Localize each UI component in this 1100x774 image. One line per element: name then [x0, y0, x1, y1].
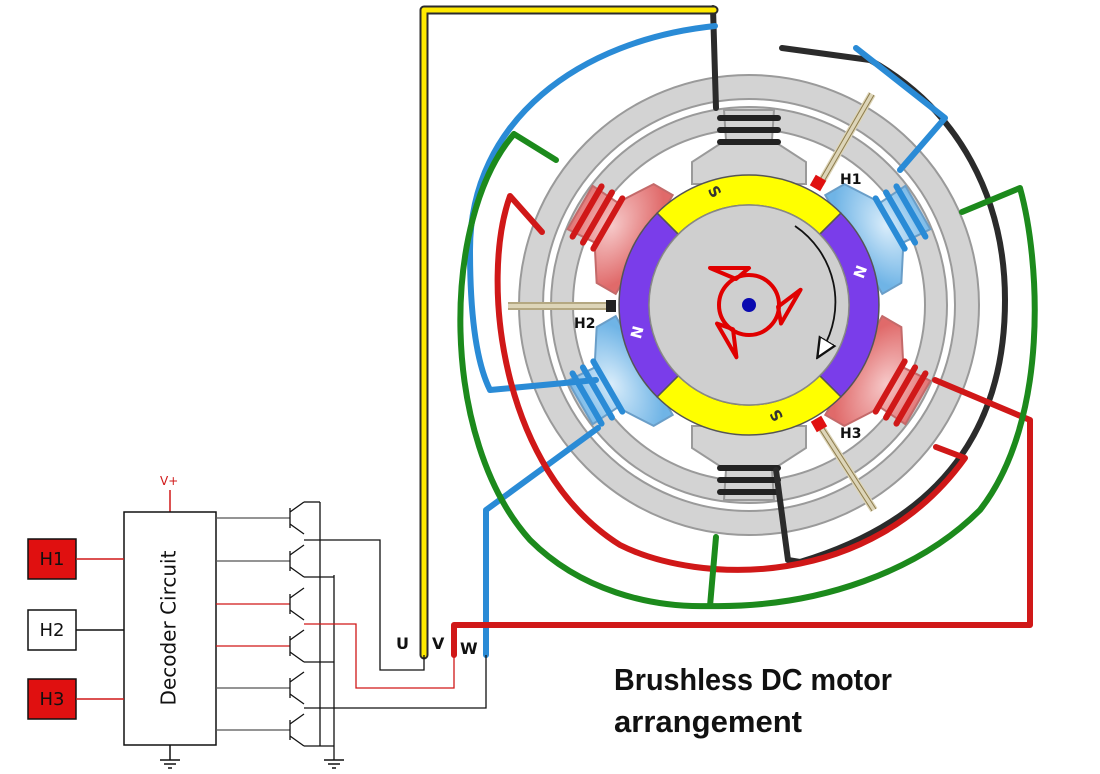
coil-upper-left — [569, 183, 626, 252]
triangle-spider-icon — [708, 266, 803, 360]
sensor-box-h3-label: H3 — [40, 689, 65, 710]
bridge-outputs — [304, 539, 487, 709]
sensor-box-h2 — [27, 609, 77, 651]
transistor-3 — [289, 587, 305, 621]
coil-top — [717, 115, 781, 145]
hall-label-h2: H2 — [574, 316, 595, 332]
terminal-v-label: V — [432, 634, 445, 653]
motor: S N S N H1 H2 — [508, 74, 980, 536]
hall-sensor-h2 — [508, 300, 616, 312]
transistor-6 — [289, 713, 305, 747]
transistor-4 — [289, 629, 305, 663]
hall-label-h3: H3 — [840, 426, 861, 442]
coil-bottom — [717, 465, 781, 495]
wire-green — [457, 131, 1038, 610]
diagram-title-line2: arrangement — [614, 704, 802, 739]
terminal-u-label: U — [396, 634, 409, 653]
rotor-magnets — [618, 174, 880, 436]
hall-sensor-h3 — [810, 415, 878, 513]
bridge-ground-icon — [324, 759, 344, 769]
wire-v-red — [451, 193, 1033, 658]
supply-label: V+ — [160, 474, 178, 488]
ground-symbol-icon — [160, 745, 180, 769]
sensor-box-h1 — [27, 538, 77, 580]
hall-sensor-h1 — [809, 91, 876, 192]
sensor-box-h2-label: H2 — [40, 620, 65, 641]
diagram-title-line1: Brushless DC motor — [614, 662, 892, 697]
decoder-label: Decoder Circuit — [157, 550, 181, 705]
magnet-label-left: N — [626, 324, 647, 341]
hall-label-h1: H1 — [840, 172, 861, 188]
stator-poles — [566, 109, 932, 501]
phase-wires — [419, 5, 1038, 660]
terminal-w-label: W — [460, 639, 478, 658]
drive-circuit: V+ Decoder Circuit H1 H2 H3 — [27, 474, 487, 769]
transistor-bridge — [289, 501, 335, 760]
transistor-1 — [289, 501, 305, 535]
curved-arrow-icon — [794, 225, 835, 350]
coil-lower-right — [872, 358, 929, 427]
sensor-box-h1-label: H1 — [40, 549, 65, 570]
coil-upper-right — [872, 183, 929, 252]
magnet-label-right: N — [850, 263, 871, 281]
gate-lines — [216, 517, 290, 731]
transistor-2 — [289, 544, 305, 578]
transistor-5 — [289, 671, 305, 705]
decoder-box — [123, 511, 217, 746]
rotor-shaft — [742, 298, 756, 312]
